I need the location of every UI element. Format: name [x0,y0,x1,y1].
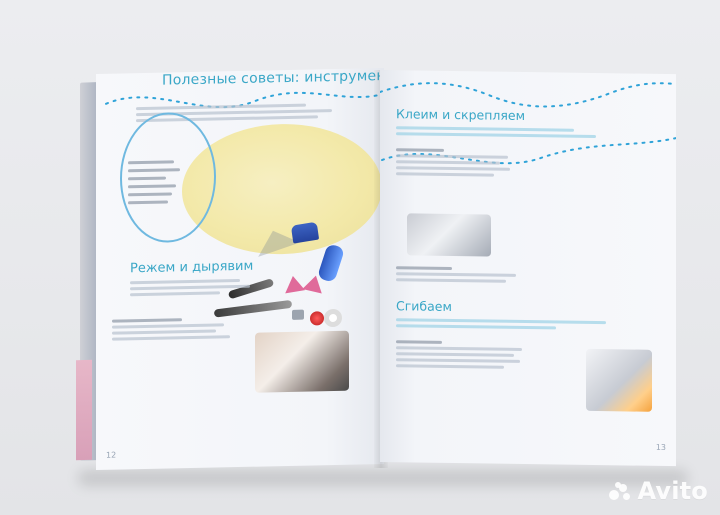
left-paragraph-line [112,335,230,341]
photo-folding-paper [586,348,652,412]
right-paragraph-line [396,346,522,351]
clear-tape-roll [324,308,342,328]
right-intro-line [396,318,606,325]
left-page: Полезные советы: инструменты Режем и дыр… [96,67,384,471]
left-section-line [130,278,240,285]
left-section-line [130,291,220,297]
photo-cutting-paper [255,330,349,393]
left-paragraph-line [112,323,224,329]
right-wave-decoration [380,82,676,165]
stapler [292,309,304,320]
red-tape-roll [310,311,324,326]
right-paragraph-line [396,148,444,152]
left-page-number: 12 [106,450,117,460]
pink-paper-shape [282,274,306,294]
right-paragraph-line [396,352,514,357]
right-page-number: 13 [655,442,666,452]
book-shadow [78,470,688,486]
right-paragraph-line [396,272,516,277]
left-paragraph-line [112,329,216,335]
right-paragraph-line [396,340,442,344]
book-cover-pink-edge [76,359,92,461]
right-page: Клеим и скрепляем Сгибаем 13 [380,70,676,467]
right-intro-line [396,324,556,330]
left-paragraph-line [112,318,182,323]
right-page-title-2: Сгибаем [396,298,452,315]
right-paragraph-line [396,358,520,363]
avito-brand-text: Avito [637,477,708,505]
right-paragraph-line [396,266,452,271]
avito-watermark: Avito [609,477,708,505]
left-section-title: Режем и дырявим [130,258,254,277]
avito-dots-icon [609,480,631,502]
right-paragraph-line [396,364,504,369]
pink-paper-shape [302,273,326,294]
right-page-title-1: Клеим и скрепляем [396,106,526,124]
photo-tape-dispenser [407,213,491,257]
large-scissors [213,299,293,318]
left-wave-decoration [105,91,384,109]
right-paragraph-line [396,278,506,283]
